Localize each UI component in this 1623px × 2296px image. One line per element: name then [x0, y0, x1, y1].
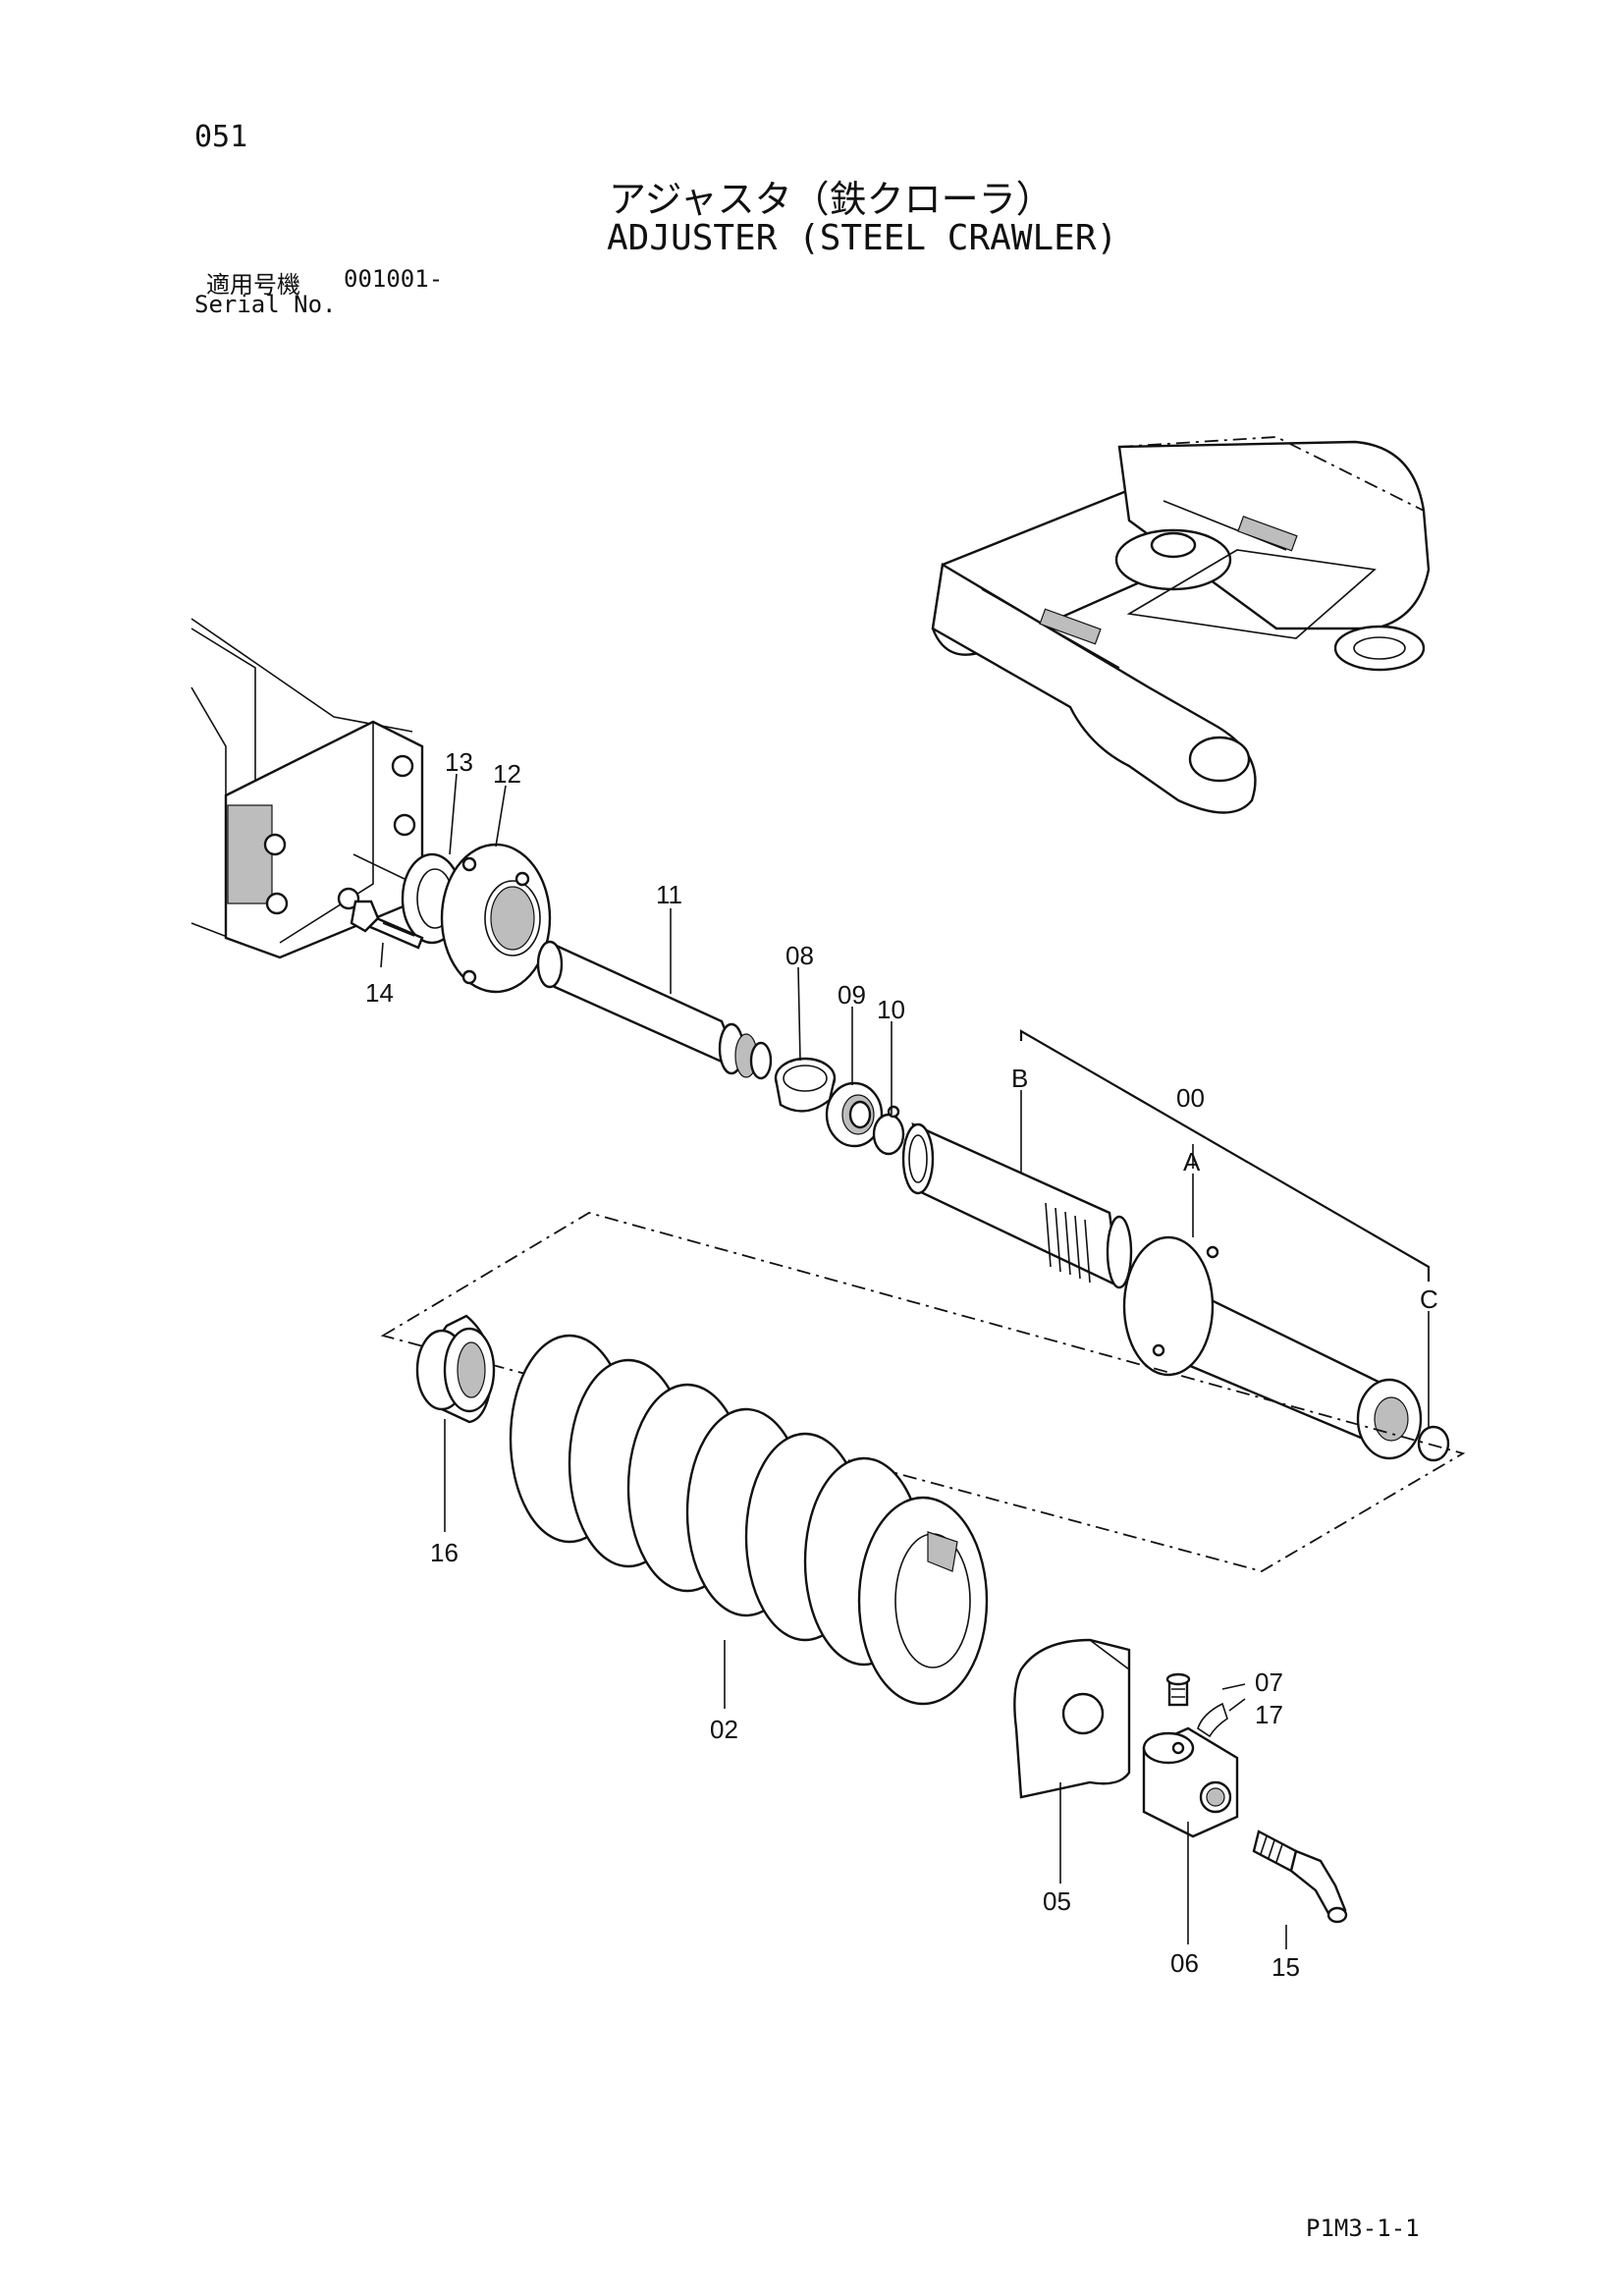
callout-11: 11	[656, 880, 682, 909]
leader-lines	[380, 773, 1430, 1949]
callout-08: 08	[785, 941, 814, 970]
callout-15: 15	[1271, 1952, 1300, 1982]
part-11-rod	[536, 940, 773, 1080]
part-08-bushing	[774, 1057, 837, 1113]
part-15-grease-fitting	[1252, 1830, 1348, 1924]
part-02-spring	[509, 1334, 989, 1706]
part-07-plug	[1165, 1672, 1191, 1707]
part-14-bolt	[350, 900, 424, 950]
callout-A: A	[1183, 1147, 1201, 1176]
part-16-spacer	[415, 1314, 496, 1424]
callout-C: C	[1420, 1285, 1438, 1314]
part-B-piston-rod	[901, 1122, 1133, 1289]
callout-B: B	[1011, 1064, 1028, 1093]
part-06-valve-body	[1142, 1726, 1239, 1838]
part-12-flange	[440, 843, 552, 994]
page-number: 051	[194, 120, 248, 154]
callout-12: 12	[493, 759, 521, 789]
callout-16: 16	[430, 1538, 459, 1567]
serial-value: 001001-	[344, 265, 444, 293]
callout-09: 09	[838, 980, 866, 1010]
title-english: ADJUSTER (STEEL CRAWLER)	[607, 218, 1118, 258]
part-09-packing	[825, 1081, 884, 1148]
callout-06: 06	[1170, 1948, 1199, 1978]
spring-subassembly-boundary	[380, 1212, 1466, 1572]
track-frame	[190, 618, 424, 959]
undercarriage-overview	[931, 436, 1431, 814]
callout-14: 14	[365, 978, 394, 1008]
assembly-bracket	[1019, 1029, 1431, 1282]
part-C-ring	[1417, 1425, 1450, 1462]
callout-00: 00	[1176, 1083, 1205, 1113]
part-05-seat	[1013, 1638, 1131, 1799]
page-code: P1M3-1-1	[1306, 2214, 1420, 2242]
callout-05: 05	[1043, 1886, 1071, 1916]
part-17-wire	[1197, 1702, 1228, 1738]
title-japanese: アジャスタ（鉄クローラ）	[609, 178, 1054, 221]
callout-17: 17	[1255, 1700, 1283, 1729]
callout-13: 13	[445, 747, 473, 777]
callout-02: 02	[710, 1715, 738, 1744]
serial-label-japanese: 適用号機	[206, 271, 300, 299]
serial-label-english: Serial No.	[194, 291, 337, 318]
callout-07: 07	[1255, 1667, 1283, 1697]
callout-10: 10	[877, 995, 905, 1024]
part-A-cylinder	[1122, 1235, 1423, 1460]
